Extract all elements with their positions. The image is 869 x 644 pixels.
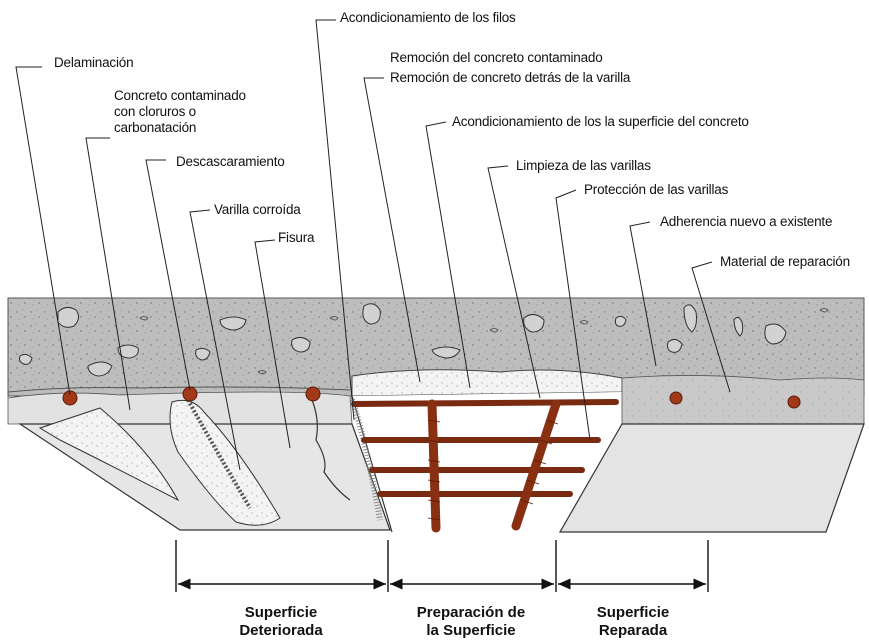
rebar-section-1: [62, 390, 78, 406]
label-contaminated-removal: Remoción del concreto contaminado: [390, 50, 603, 65]
label-repair-material: Material de reparación: [720, 254, 850, 269]
section-repaired: Superficie Reparada: [596, 604, 670, 639]
rebar-section-3: [305, 386, 321, 402]
section-preparation: Preparación de la Superficie: [416, 604, 526, 639]
repair-material-band: [621, 375, 865, 425]
label-behind-rebar-removal: Remoción de concreto detrás de la varill…: [390, 70, 631, 85]
label-surface-conditioning: Acondicionamiento de los la superficie d…: [452, 114, 749, 129]
corroded-rebar-line: [186, 399, 252, 510]
contamination-boundary: [7, 386, 351, 393]
section-deteriorated: Superficie Deteriorada: [239, 604, 323, 639]
rebar-section-4: [669, 391, 683, 405]
label-new-to-old-bond: Adherencia nuevo a existente: [660, 214, 833, 229]
rebar-section-5: [787, 395, 801, 409]
label-contaminated-concrete: Concreto contaminado con cloruros o carb…: [114, 88, 246, 135]
label-corroded-rebar: Varilla corroída: [214, 202, 301, 217]
repaired-underside: [558, 423, 865, 533]
leader-lines: [15, 19, 731, 471]
rebar-section-2: [182, 386, 198, 402]
dimension-line: [175, 540, 709, 592]
label-rebar-cleaning: Limpieza de las varillas: [516, 158, 651, 173]
rebar-mesh: [351, 399, 619, 533]
crack-line: [311, 399, 351, 501]
label-spalling: Descascaramiento: [176, 154, 285, 169]
delamination-flake: [38, 407, 180, 502]
label-crack: Fisura: [278, 230, 315, 245]
label-delamination: Delaminación: [54, 55, 134, 70]
label-edge-conditioning: Acondicionamiento de los filos: [340, 10, 516, 25]
label-rebar-protection: Protección de las varillas: [584, 182, 729, 197]
